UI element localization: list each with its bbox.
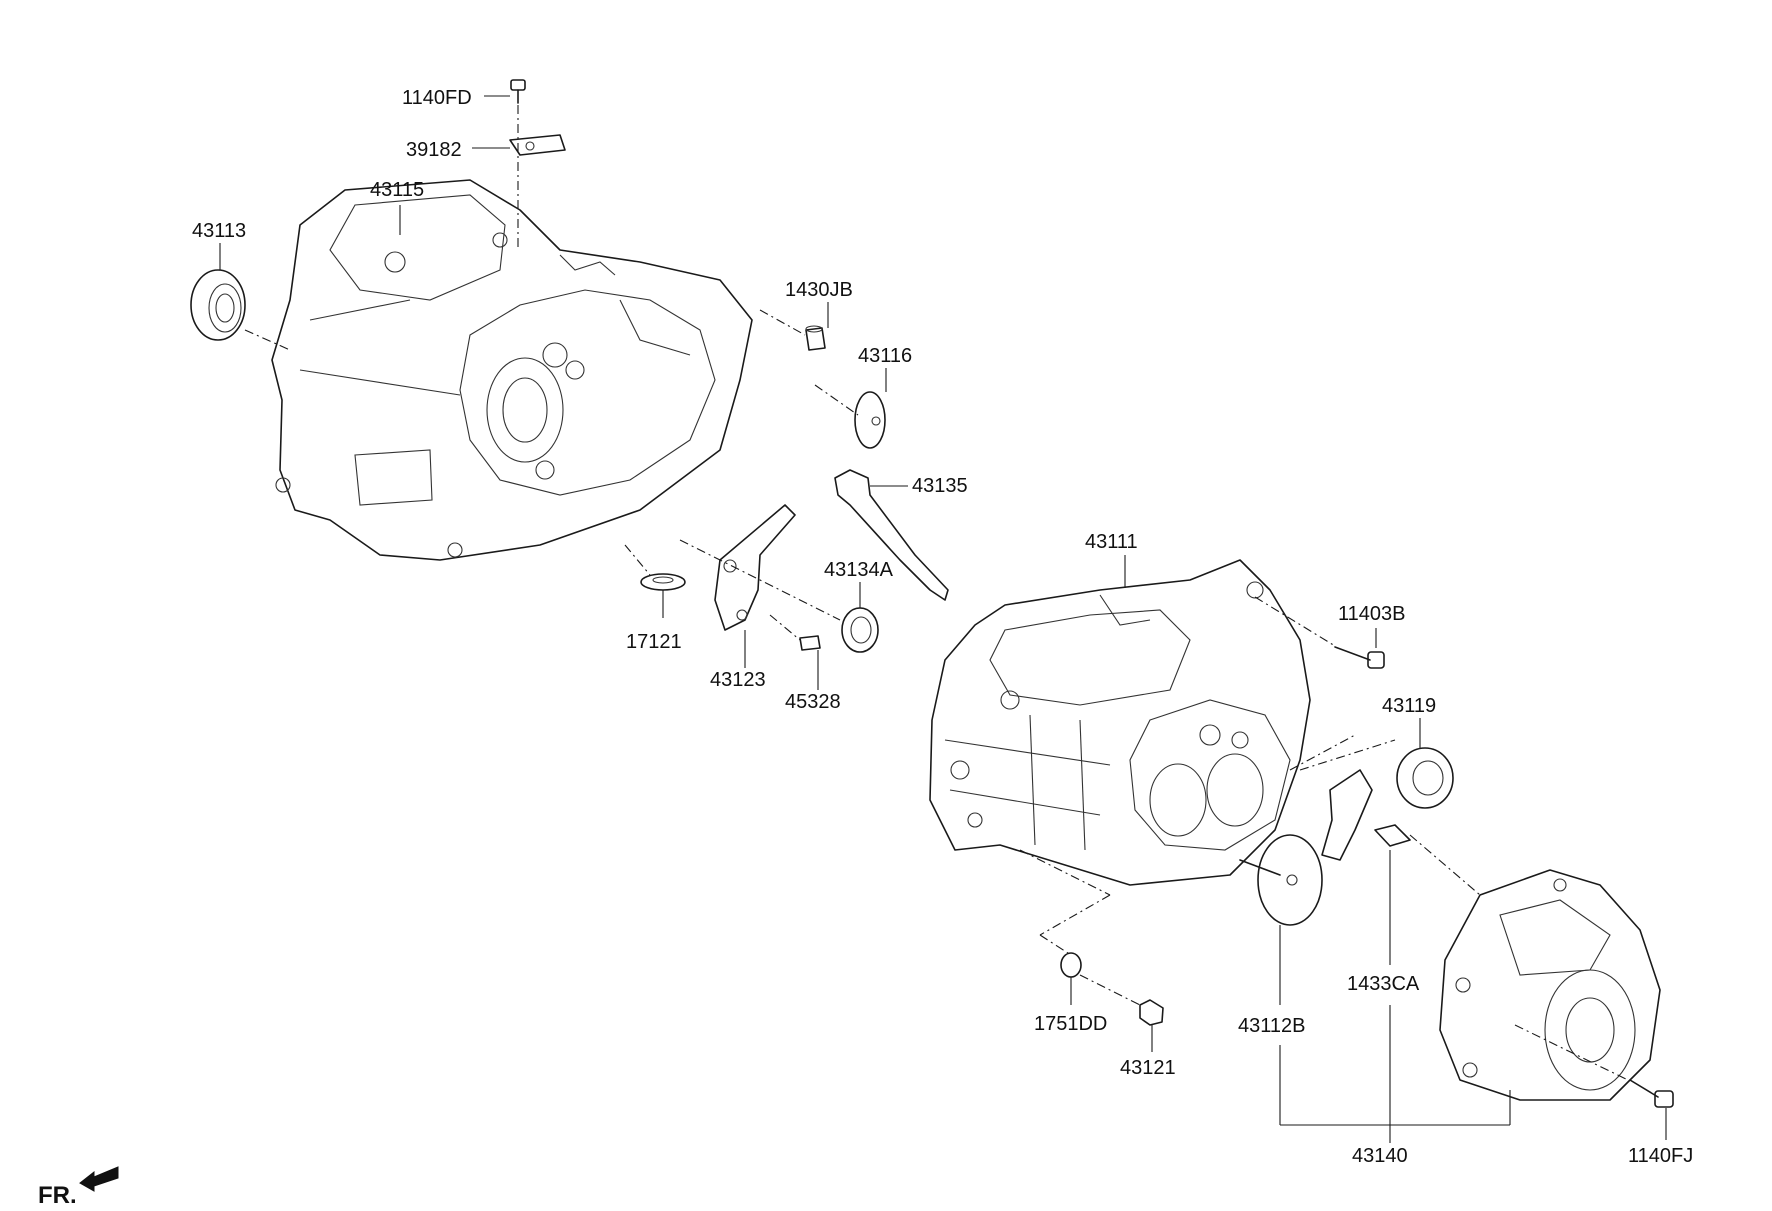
callout-43111: 43111 <box>1085 531 1138 553</box>
lever-43135 <box>834 469 949 601</box>
oil-seal-43113 <box>190 269 246 341</box>
callout-1140FD: 1140FD <box>402 87 472 109</box>
bracket-39182 <box>509 134 566 156</box>
callout-43135: 43135 <box>912 475 968 497</box>
callout-45328: 45328 <box>785 691 841 713</box>
callout-39182: 39182 <box>406 139 462 161</box>
gasket-1751DD <box>1060 952 1082 978</box>
transmission-case-43111 <box>929 559 1311 886</box>
oil-seal-43119 <box>1396 747 1454 809</box>
callout-43112B: 43112B <box>1238 1015 1305 1037</box>
front-direction-label: FR. <box>38 1182 77 1209</box>
callout-43116: 43116 <box>858 345 912 367</box>
cover-disc-43112B <box>1239 834 1323 926</box>
callout-1751DD: 1751DD <box>1034 1013 1107 1035</box>
cover-disc-43116 <box>854 391 886 449</box>
callout-11403B: 11403B <box>1338 603 1405 625</box>
callout-43121: 43121 <box>1120 1057 1176 1079</box>
callout-43119: 43119 <box>1382 695 1436 717</box>
callout-43113: 43113 <box>192 220 246 242</box>
callout-17121: 17121 <box>626 631 682 653</box>
mounting-bracket <box>1321 769 1373 861</box>
bolt-1140FD <box>510 79 526 104</box>
callout-1430JB: 1430JB <box>785 279 853 301</box>
pin-45328 <box>799 635 821 651</box>
bolt-1140FJ <box>1629 1079 1674 1108</box>
callout-1433CA: 1433CA <box>1347 973 1420 995</box>
drain-plug-43121 <box>1139 999 1164 1026</box>
oil-seal-43134A <box>841 607 879 653</box>
sleeve-1433CA <box>1374 824 1411 847</box>
front-direction-arrow-icon <box>79 1166 119 1192</box>
alignment-lines <box>244 105 1629 1081</box>
leader-lines <box>219 95 1667 1143</box>
callout-labels: 1140FD 39182 43115 43113 1430JB 43116 43… <box>192 87 1693 1167</box>
callout-1140FJ: 1140FJ <box>1628 1145 1693 1167</box>
callout-43115: 43115 <box>370 179 424 201</box>
callout-43140: 43140 <box>1352 1145 1408 1167</box>
callout-43134A: 43134A <box>824 559 894 581</box>
bracket-43123 <box>714 504 796 631</box>
washer-17121 <box>640 573 686 591</box>
callout-43123: 43123 <box>710 669 766 691</box>
rear-cover <box>1439 869 1661 1101</box>
clutch-housing-43115 <box>271 179 753 561</box>
front-direction-indicator: FR. <box>38 1166 119 1209</box>
dowel-pin-1430JB <box>805 325 826 351</box>
bolt-11403B <box>1334 646 1385 669</box>
